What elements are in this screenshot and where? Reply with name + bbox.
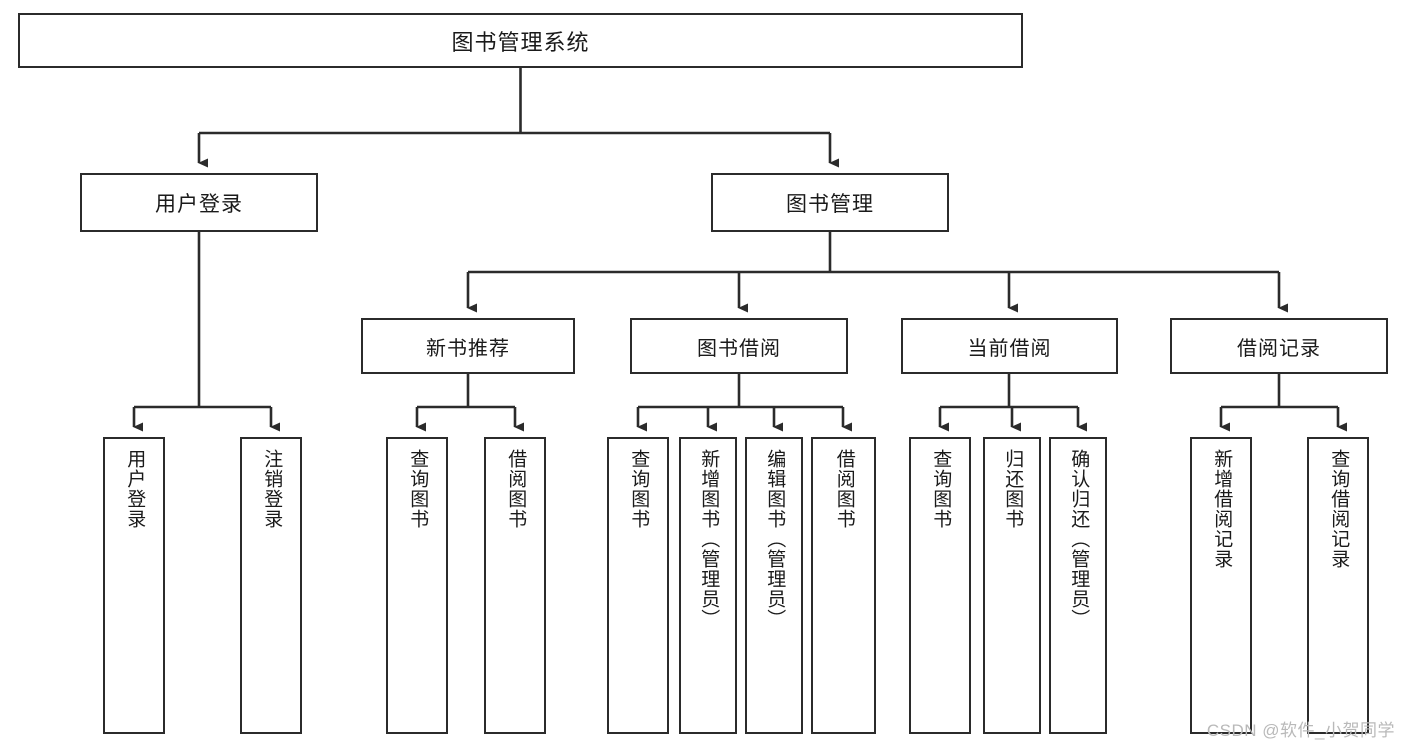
node-new-book-recommend-label: 新书推荐: [426, 337, 510, 360]
node-leaf-borrow-book-recommend-label: 借阅图书: [505, 449, 527, 529]
node-leaf-query-borrow-record-label: 查询借阅记录: [1328, 449, 1350, 569]
node-leaf-query-book-borrow-label: 查询图书: [628, 449, 650, 529]
node-leaf-borrow-book-label: 借阅图书: [833, 449, 855, 529]
node-root[interactable]: 图书管理系统: [18, 13, 1023, 68]
node-leaf-confirm-return[interactable]: 确认归还（管理员）: [1049, 437, 1107, 734]
node-leaf-edit-book[interactable]: 编辑图书（管理员）: [745, 437, 803, 734]
node-new-book-recommend[interactable]: 新书推荐: [361, 318, 575, 374]
watermark: CSDN @软件_小贺同学: [1206, 721, 1395, 740]
node-leaf-add-borrow-record-label: 新增借阅记录: [1211, 449, 1233, 569]
node-leaf-query-book-recommend[interactable]: 查询图书: [386, 437, 448, 734]
node-leaf-query-book-current[interactable]: 查询图书: [909, 437, 971, 734]
node-leaf-add-book[interactable]: 新增图书（管理员）: [679, 437, 737, 734]
node-book-borrow[interactable]: 图书借阅: [630, 318, 848, 374]
node-leaf-edit-book-label: 编辑图书（管理员）: [764, 449, 786, 629]
node-leaf-return-book-label: 归还图书: [1002, 449, 1024, 529]
node-leaf-query-book-borrow[interactable]: 查询图书: [607, 437, 669, 734]
node-user-login-label: 用户登录: [155, 192, 243, 216]
node-leaf-confirm-return-label: 确认归还（管理员）: [1068, 449, 1090, 629]
node-leaf-query-book-current-label: 查询图书: [930, 449, 952, 529]
node-book-borrow-label: 图书借阅: [697, 337, 781, 360]
node-root-label: 图书管理系统: [451, 29, 590, 55]
node-leaf-logout-label: 注销登录: [261, 449, 283, 529]
node-leaf-add-borrow-record[interactable]: 新增借阅记录: [1190, 437, 1252, 734]
node-borrow-record-label: 借阅记录: [1237, 337, 1321, 360]
node-current-borrow-label: 当前借阅: [967, 337, 1052, 360]
node-leaf-query-borrow-record[interactable]: 查询借阅记录: [1307, 437, 1369, 734]
node-leaf-query-book-recommend-label: 查询图书: [407, 449, 429, 529]
node-book-management[interactable]: 图书管理: [711, 173, 949, 232]
node-book-management-label: 图书管理: [786, 192, 874, 216]
node-current-borrow[interactable]: 当前借阅: [901, 318, 1118, 374]
node-borrow-record[interactable]: 借阅记录: [1170, 318, 1388, 374]
node-leaf-user-login[interactable]: 用户登录: [103, 437, 165, 734]
node-user-login[interactable]: 用户登录: [80, 173, 318, 232]
node-leaf-return-book[interactable]: 归还图书: [983, 437, 1041, 734]
node-leaf-borrow-book[interactable]: 借阅图书: [811, 437, 876, 734]
node-leaf-add-book-label: 新增图书（管理员）: [698, 449, 720, 629]
node-leaf-borrow-book-recommend[interactable]: 借阅图书: [484, 437, 546, 734]
node-leaf-logout[interactable]: 注销登录: [240, 437, 302, 734]
node-leaf-user-login-label: 用户登录: [124, 449, 146, 529]
